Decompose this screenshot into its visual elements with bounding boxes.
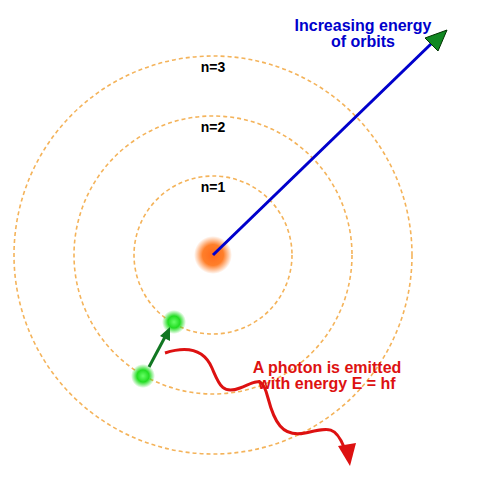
orbit-outline — [133, 175, 293, 335]
orbit-outline — [13, 55, 413, 455]
transition-arrow-line — [149, 337, 165, 367]
orbit-label: n=3 — [13, 59, 413, 75]
energy-label: Increasing energy of orbits — [290, 18, 436, 50]
orbit-circle — [74, 116, 352, 394]
orbit-circle — [134, 176, 292, 334]
nucleus — [194, 236, 232, 274]
electron — [131, 364, 155, 388]
orbit-circle — [14, 56, 412, 454]
orbit-outline — [73, 115, 353, 395]
orbit-label: n=1 — [133, 179, 293, 195]
orbit: n=1 — [133, 175, 293, 335]
orbit: n=3 n=2 n=1 — [13, 55, 413, 455]
photon-label: A photon is emitted with energy E = hf — [243, 360, 411, 392]
energy-arrow-line — [213, 43, 432, 255]
photon-arrow-head — [338, 443, 356, 466]
orbit: n=2 n=1 — [73, 115, 353, 395]
transition-arrow-head — [160, 327, 170, 341]
orbit-label: n=2 — [73, 119, 353, 135]
electron — [162, 310, 186, 334]
